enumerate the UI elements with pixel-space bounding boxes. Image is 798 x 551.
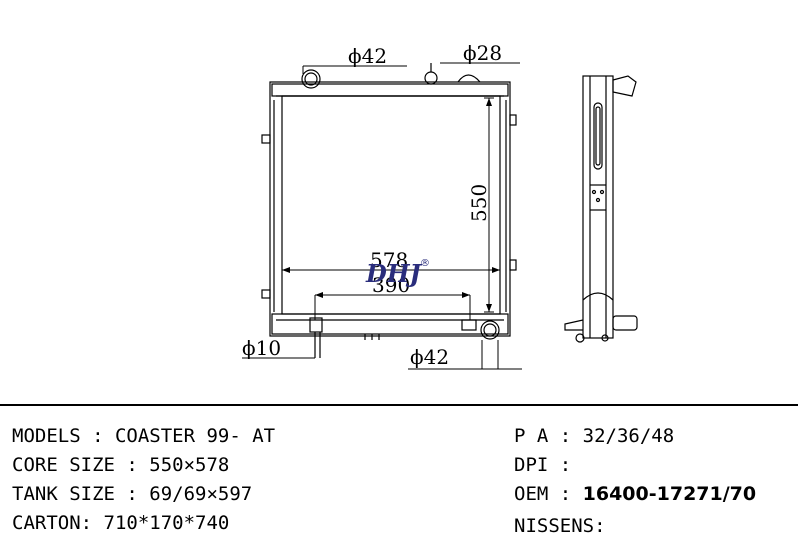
dim-filler-neck-diameter: ϕ28 <box>463 41 502 65</box>
spec-models-label: MODELS : <box>12 425 115 447</box>
spec-pa-label: P A : <box>514 425 583 447</box>
dim-upper-pipe-diameter: ϕ42 <box>348 44 387 68</box>
drain-plug <box>309 317 323 333</box>
spec-models: MODELS : COASTER 99- AT <box>12 425 275 447</box>
spec-tank-size: TANK SIZE : 69/69×597 <box>12 483 252 505</box>
brand-logo: DHJ <box>365 259 422 288</box>
section-divider <box>0 404 798 406</box>
spec-core-size-label: CORE SIZE : <box>12 454 150 476</box>
spec-dpi-label: DPI : <box>514 454 583 476</box>
spec-nissens-label: NISSENS: <box>514 515 606 537</box>
spec-oem-label: OEM : <box>514 483 583 505</box>
upper-inlet-pipe <box>301 69 321 89</box>
radiator-drawing: ϕ42 ϕ28 550 578 390 ϕ10 ϕ42 DHJ ® <box>242 41 638 370</box>
spec-carton-label: CARTON: <box>12 512 104 534</box>
spec-core-size-value: 550×578 <box>149 454 230 476</box>
radiator-side-view <box>564 75 638 343</box>
spec-tank-size-value: 69/69×597 <box>149 483 253 505</box>
spec-nissens: NISSENS: <box>514 515 606 537</box>
lower-outlet-pipe <box>480 320 500 340</box>
registered-mark: ® <box>420 258 430 269</box>
dim-lower-pipe-diameter: ϕ42 <box>410 345 449 369</box>
dim-inner-width: 390 <box>372 273 410 297</box>
spec-carton-value: 710*170*740 <box>103 512 230 534</box>
spec-pa: P A : 32/36/48 <box>514 425 674 447</box>
dim-core-width: 578 <box>370 248 408 272</box>
dim-drain-diameter: ϕ10 <box>242 336 281 360</box>
spec-carton: CARTON: 710*170*740 <box>12 512 229 534</box>
dim-core-height: 550 <box>467 184 491 222</box>
spec-models-value: COASTER 99- AT <box>114 425 276 447</box>
spec-core-size: CORE SIZE : 550×578 <box>12 454 229 476</box>
spec-tank-size-label: TANK SIZE : <box>12 483 150 505</box>
spec-oem-value: 16400-17271/70 <box>582 483 757 505</box>
radiator-frame <box>269 81 511 337</box>
spec-dpi: DPI : <box>514 454 583 476</box>
spec-oem: OEM : 16400-17271/70 <box>514 483 756 505</box>
spec-pa-value: 32/36/48 <box>582 425 675 447</box>
